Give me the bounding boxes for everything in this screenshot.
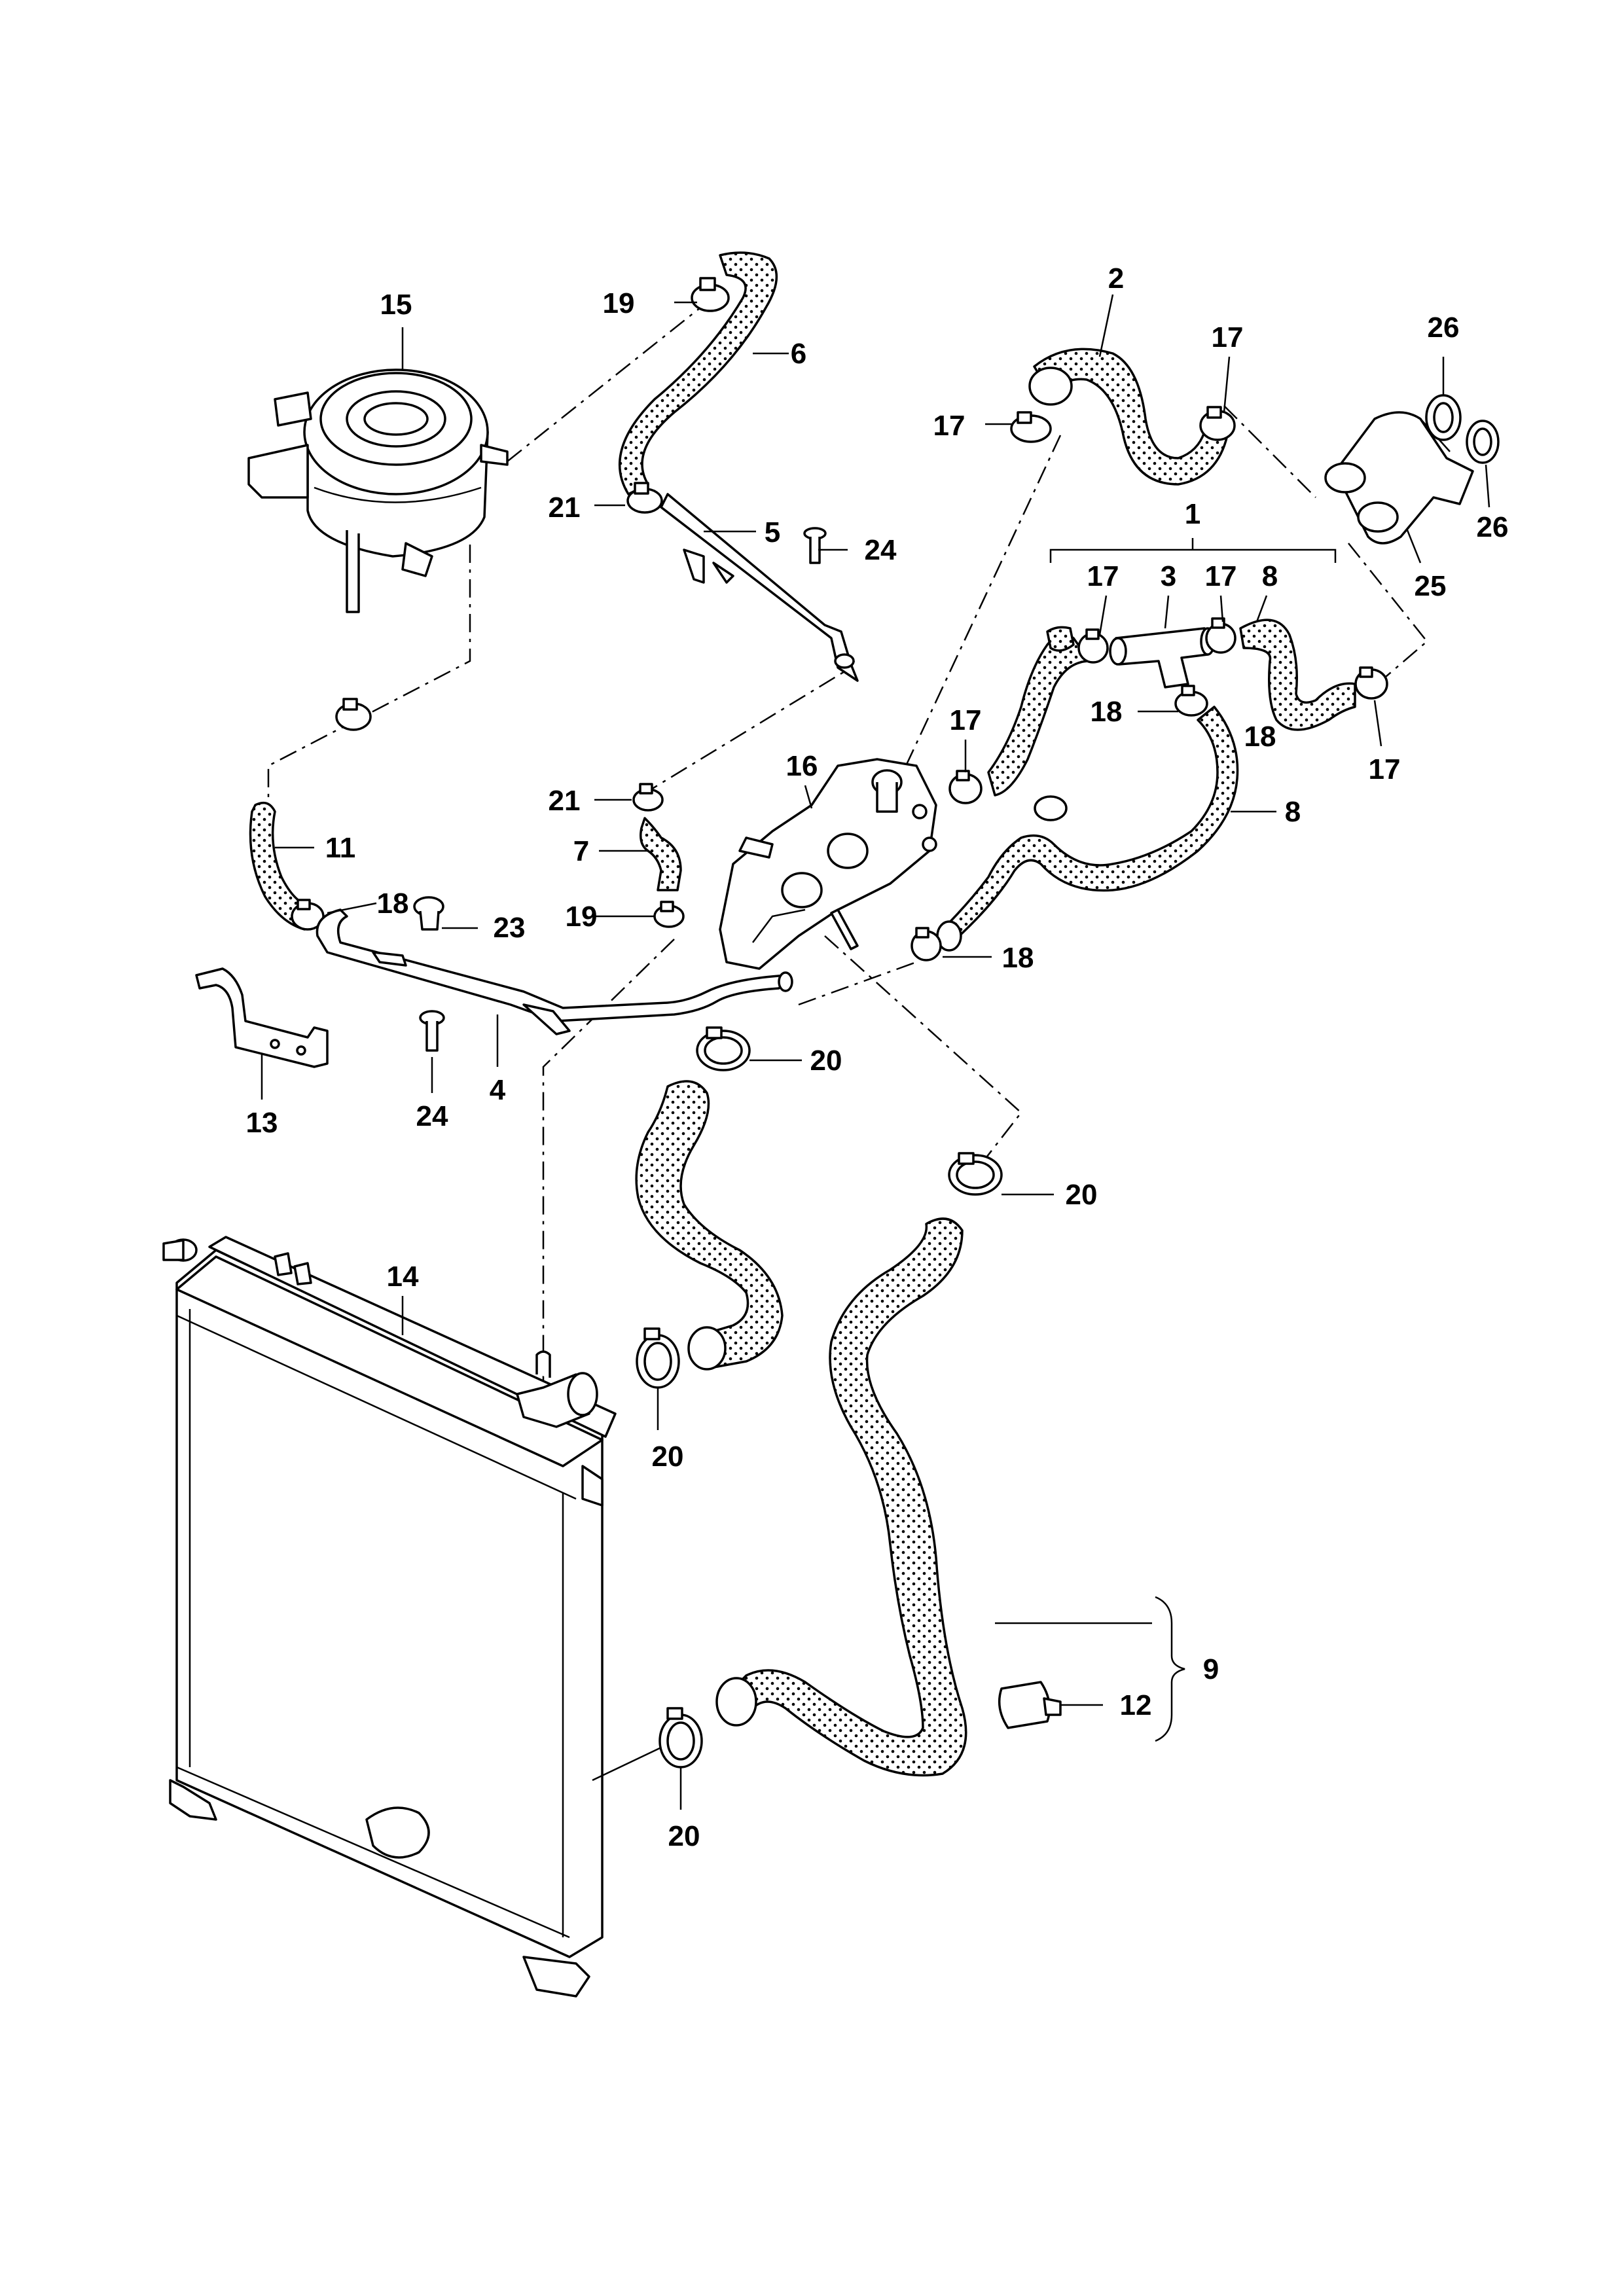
clamp-12 [998, 1681, 1062, 1729]
bolt-24-lower [419, 1010, 445, 1052]
group-bracket-1 [1049, 538, 1337, 563]
hose-8-lower [936, 706, 1239, 952]
label-23: 23 [494, 912, 526, 944]
label-17: 17 [1087, 560, 1119, 592]
label-19: 19 [566, 901, 598, 933]
label-24: 24 [416, 1100, 448, 1132]
clamp-20-a [696, 1026, 751, 1071]
label-15: 15 [380, 289, 412, 321]
label-16: 16 [786, 750, 818, 782]
seal-26-a [1425, 394, 1462, 441]
clamp-17-d [1205, 617, 1236, 654]
label-18: 18 [1002, 942, 1034, 974]
thermostat-housing-16 [719, 758, 937, 970]
label-17: 17 [1369, 753, 1401, 785]
clamp-20-b [636, 1327, 680, 1389]
clamp-18-a [335, 698, 372, 731]
label-20: 20 [810, 1045, 842, 1077]
label-14: 14 [387, 1261, 419, 1293]
hose-1-left [987, 626, 1091, 797]
clamp-17-c [1077, 628, 1109, 664]
part-labels: 15 19 6 2 17 17 26 26 25 21 5 24 1 17 3 … [246, 262, 1509, 1852]
label-8: 8 [1285, 796, 1301, 828]
label-9: 9 [1203, 1653, 1219, 1685]
label-20: 20 [652, 1441, 684, 1473]
label-17: 17 [950, 704, 982, 736]
bolt-24-upper [803, 527, 827, 564]
plug-23 [413, 896, 444, 931]
seal-26-b [1466, 420, 1500, 464]
label-17: 17 [933, 410, 965, 442]
label-5: 5 [765, 516, 780, 548]
clamp-18-d [911, 927, 942, 961]
label-13: 13 [246, 1107, 278, 1139]
hose-6 [618, 251, 778, 495]
clamp-17-a [1010, 411, 1052, 443]
label-18: 18 [1244, 721, 1276, 753]
label-11: 11 [325, 832, 356, 864]
group-bracket-9 [1155, 1596, 1185, 1742]
label-25: 25 [1415, 570, 1447, 602]
label-20: 20 [1066, 1179, 1098, 1211]
clamp-17-b [1199, 406, 1236, 441]
clamp-21-lower [632, 783, 664, 812]
label-4: 4 [490, 1074, 506, 1106]
pipe-5 [660, 493, 859, 682]
bracket-13 [195, 967, 329, 1068]
upper-radiator-hose [635, 1080, 784, 1371]
radiator-14 [162, 1236, 617, 1998]
label-1: 1 [1185, 498, 1200, 530]
pipe-4 [316, 908, 793, 1035]
clamp-19-top [691, 277, 730, 312]
label-2: 2 [1108, 262, 1124, 295]
label-3: 3 [1161, 560, 1176, 592]
clamp-19-lower [653, 901, 685, 928]
label-18: 18 [1091, 696, 1123, 728]
clamp-17-e [948, 770, 983, 804]
leader-lines [261, 294, 1490, 1810]
clamp-17-f [1354, 666, 1388, 700]
label-7: 7 [573, 835, 589, 867]
hose-7 [640, 817, 682, 891]
hose-2 [1028, 348, 1229, 486]
hose-8-upper [1239, 619, 1356, 731]
label-21: 21 [549, 492, 581, 524]
label-8: 8 [1262, 560, 1278, 592]
label-6: 6 [791, 338, 806, 370]
expansion-tank [247, 368, 509, 613]
tee-piece-3 [1109, 627, 1216, 689]
connector-25 [1324, 411, 1474, 545]
label-19: 19 [603, 287, 635, 319]
clamp-20-d [659, 1707, 703, 1768]
label-24: 24 [865, 534, 897, 566]
clamp-18-b [1174, 685, 1208, 717]
label-18: 18 [377, 888, 409, 920]
label-21: 21 [549, 785, 581, 817]
label-12: 12 [1120, 1689, 1152, 1721]
clamp-20-c [948, 1152, 1003, 1196]
clamp-21-top [626, 482, 663, 514]
label-17: 17 [1205, 560, 1237, 592]
lower-radiator-hose-9 [715, 1217, 967, 1777]
label-26: 26 [1428, 312, 1460, 344]
label-26: 26 [1477, 511, 1509, 543]
label-20: 20 [668, 1820, 700, 1852]
label-17: 17 [1212, 321, 1244, 353]
